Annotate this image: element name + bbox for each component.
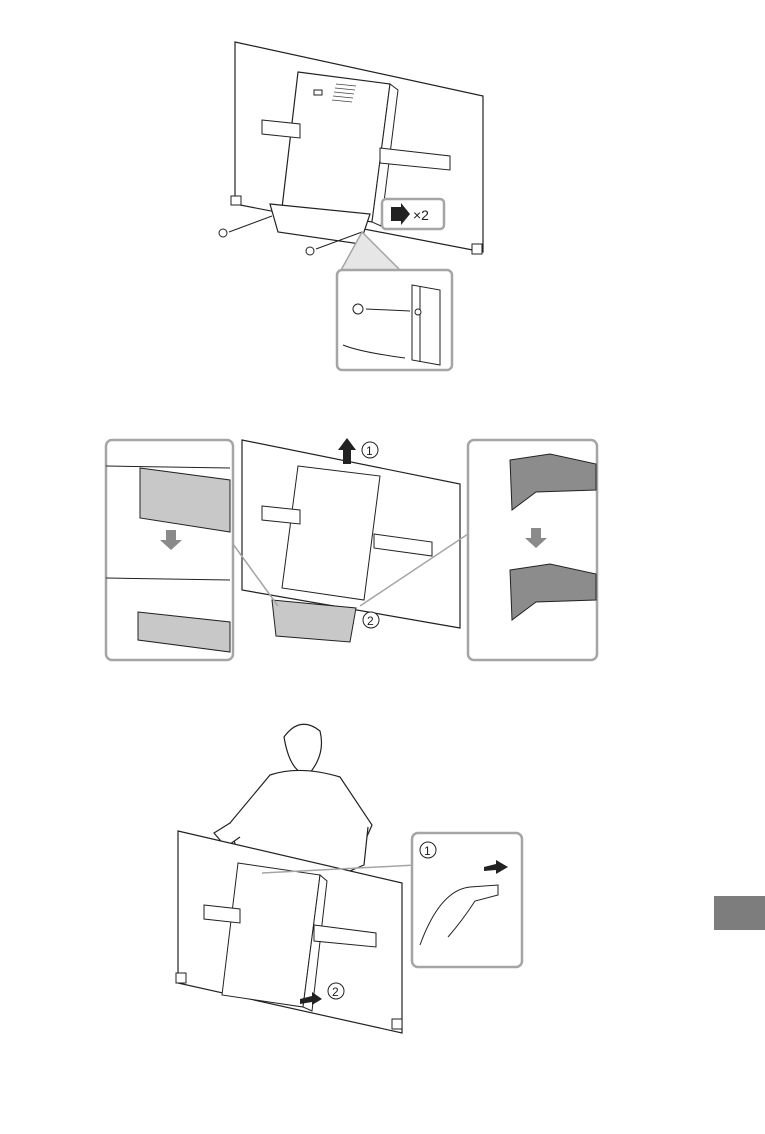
callout-multiplier: ×2	[413, 207, 429, 223]
figure-remove-screws: ×2	[0, 0, 765, 380]
figure-attach-cover: 1 2	[0, 430, 765, 670]
screw-count-callout: ×2	[382, 199, 444, 229]
step-1-label-fig3: 1	[424, 844, 431, 858]
step-1-label: 1	[366, 444, 373, 458]
thumb-index-tab	[714, 896, 765, 930]
figure-lift-tv: 2 1	[0, 715, 765, 1055]
screw-left	[219, 216, 272, 237]
cover-piece	[272, 600, 356, 642]
step-2-label: 2	[367, 614, 374, 628]
stand-back-plate	[282, 72, 390, 222]
step-2-label-fig3: 2	[332, 985, 339, 999]
